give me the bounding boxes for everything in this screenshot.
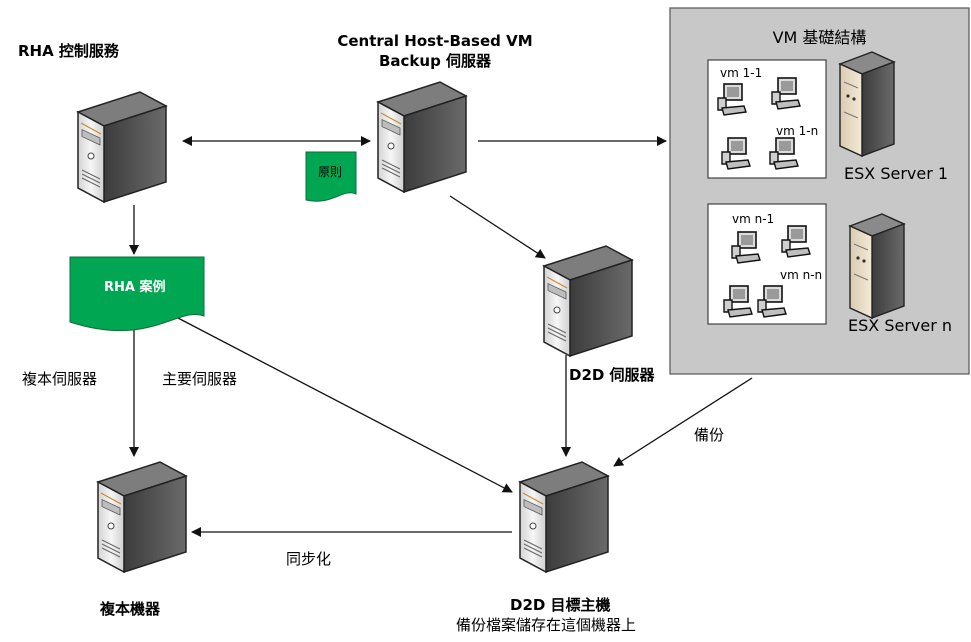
policy-document-icon (305, 151, 357, 202)
vm-n-1-label: vm n-1 (732, 212, 775, 226)
esx-server-n-label: ESX Server n (848, 316, 953, 335)
backup-label: 備份 (694, 426, 725, 444)
rha-scenario-label: RHA 案例 (104, 280, 166, 295)
vm-infrastructure-title: VM 基礎結構 (772, 28, 867, 47)
central-server-label-line1: Central Host-Based VM (337, 32, 533, 50)
esx-server-1-label: ESX Server 1 (844, 164, 949, 183)
connectors (129, 136, 753, 537)
central-server-label-line2: Backup 伺服器 (378, 52, 492, 70)
esx-server-icon (839, 51, 895, 157)
vm-1-n-label: vm 1-n (776, 124, 819, 138)
d2d-server-icon (543, 245, 633, 357)
d2d-target-server-icon (519, 461, 609, 573)
d2d-target-label: D2D 目標主機 (510, 596, 611, 614)
rha-scenario-document-icon (69, 256, 205, 332)
d2d-server-label: D2D 伺服器 (569, 366, 655, 384)
replica-machine-server-icon (97, 461, 187, 573)
vm-1-1-label: vm 1-1 (720, 66, 763, 80)
central-d2d-arrow (449, 195, 546, 259)
sync-label: 同步化 (286, 550, 332, 568)
master-arrow (177, 317, 513, 493)
policy-label: 原則 (318, 165, 343, 179)
master-server-label: 主要伺服器 (162, 370, 238, 388)
rha-control-label: RHA 控制服務 (18, 42, 119, 60)
backup-arrow (613, 377, 753, 467)
central-backup-server-icon (377, 81, 467, 193)
replica-machine-label: 複本機器 (100, 600, 161, 618)
replica-server-label: 複本伺服器 (22, 370, 98, 388)
esx-server-icon (849, 213, 905, 319)
vm-n-n-label: vm n-n (780, 268, 823, 282)
d2d-target-note: 備份檔案儲存在這個機器上 (456, 616, 637, 634)
rha-control-server-icon (77, 91, 167, 203)
